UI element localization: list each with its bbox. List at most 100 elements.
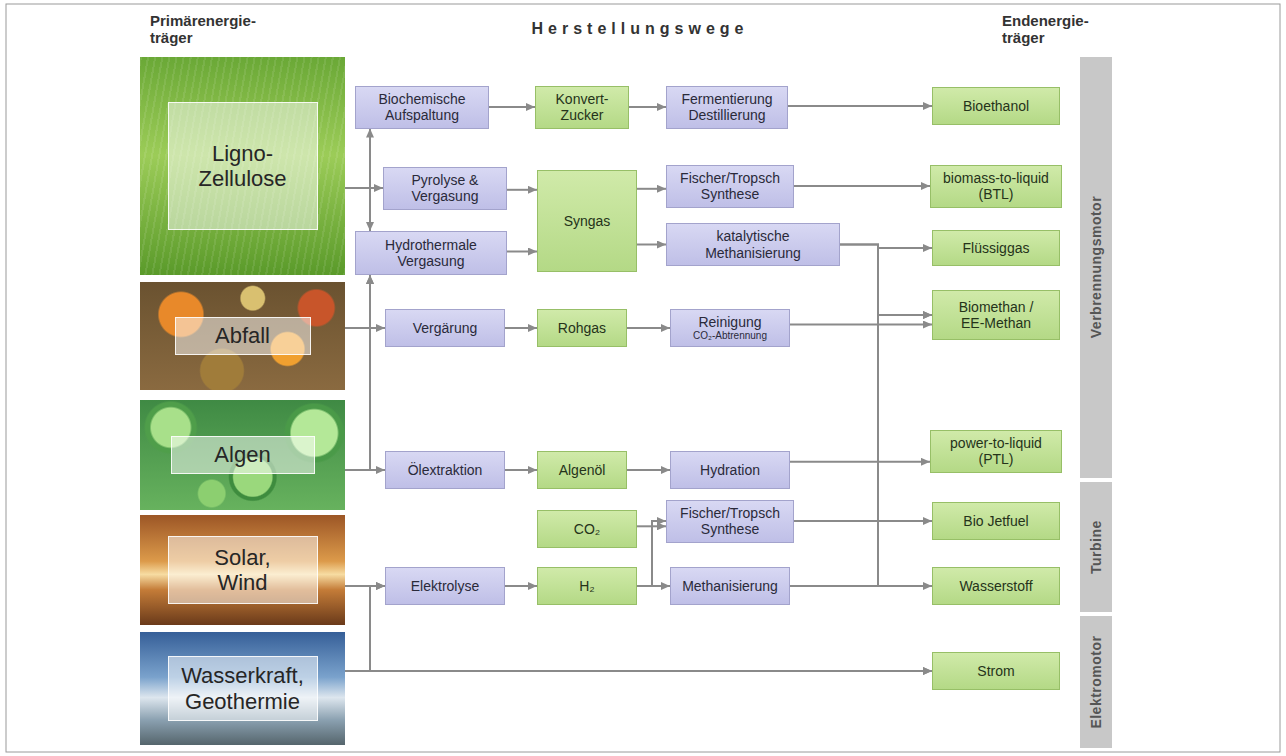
flow-arrow <box>489 106 535 108</box>
box-label: Reinigung <box>698 314 761 330</box>
source-label: Solar, Wind <box>168 536 318 605</box>
flow-arrow <box>794 185 930 187</box>
box-label: Methanisierung <box>682 578 778 594</box>
box-label: Rohgas <box>558 320 606 336</box>
box-label: Elektrolyse <box>411 578 479 594</box>
flow-arrow <box>345 670 932 672</box>
box-label: Elektromotor <box>1088 635 1104 728</box>
end-product-box: Flüssiggas <box>932 230 1060 266</box>
process-box: Ölextraktion <box>385 451 505 489</box>
column-heading: Endenergie- träger <box>1002 12 1114 47</box>
source-label: Ligno- Zellulose <box>168 102 318 231</box>
box-label: Wasserstoff <box>959 578 1032 594</box>
flow-arrow <box>788 105 932 107</box>
outer-border <box>6 4 1280 752</box>
box-label: Ölextraktion <box>408 462 483 478</box>
box-label: Bio Jetfuel <box>963 513 1028 529</box>
box-label: Syngas <box>564 213 611 229</box>
process-box: Hydrothermale Vergasung <box>355 231 507 275</box>
flow-arrow <box>790 585 932 587</box>
process-box: Pyrolyse & Vergasung <box>383 167 507 210</box>
box-label: Biomethan / EE-Methan <box>947 299 1045 331</box>
box-label: Hydration <box>700 462 760 478</box>
flow-arrow <box>790 315 932 586</box>
process-box: Fermentierung Destillierung <box>666 86 788 129</box>
box-label: Turbine <box>1088 520 1104 574</box>
intermediate-box: CO₂ <box>537 510 637 548</box>
flow-arrow <box>790 324 932 326</box>
box-label: Fischer/Tropsch Synthese <box>672 170 788 202</box>
drive-band: Turbine <box>1080 482 1112 612</box>
flow-arrow <box>505 327 537 329</box>
intermediate-box: Konvert- Zucker <box>535 86 629 129</box>
end-product-box: biomass-to-liquid (BTL) <box>930 165 1062 208</box>
process-box: katalytische Methanisierung <box>666 223 840 266</box>
box-label: Konvert- Zucker <box>541 91 623 123</box>
flow-arrow <box>507 251 537 253</box>
box-label: Flüssiggas <box>963 240 1030 256</box>
intermediate-box: Rohgas <box>537 309 627 347</box>
intermediate-box: Syngas <box>537 170 637 272</box>
process-box: Fischer/Tropsch Synthese <box>666 500 794 543</box>
flow-arrow <box>629 106 666 108</box>
box-label: H₂ <box>579 578 595 594</box>
source-label: Abfall <box>175 317 311 354</box>
process-box: Biochemische Aufspaltung <box>355 86 489 129</box>
process-box: Hydration <box>670 451 790 489</box>
process-box: Fischer/Tropsch Synthese <box>666 165 794 208</box>
end-product-box: Wasserstoff <box>932 567 1060 605</box>
flow-arrow <box>507 189 537 191</box>
energy-source-panel: Solar, Wind <box>140 515 345 625</box>
box-label: Strom <box>977 663 1014 679</box>
source-label: Wasserkraft, Geothermie <box>168 656 318 721</box>
intermediate-box: H₂ <box>537 567 637 605</box>
end-product-box: Bio Jetfuel <box>932 502 1060 540</box>
flow-arrow <box>637 244 666 246</box>
end-product-box: Biomethan / EE-Methan <box>932 290 1060 340</box>
flow-arrow <box>345 129 370 189</box>
flow-arrow <box>840 245 932 316</box>
drive-band: Verbrennungsmotor <box>1080 57 1112 478</box>
flow-arrow <box>345 188 370 231</box>
process-box: Vergärung <box>385 309 505 347</box>
box-label: power-to-liquid (PTL) <box>936 435 1056 467</box>
box-sublabel: CO₂-Abtrennung <box>693 330 767 342</box>
box-label: Hydrothermale Vergasung <box>361 237 501 269</box>
flow-arrow <box>505 469 537 471</box>
process-box: ReinigungCO₂-Abtrennung <box>670 309 790 347</box>
flow-arrow <box>637 585 670 587</box>
flow-arrow <box>345 586 385 671</box>
process-box: Elektrolyse <box>385 567 505 605</box>
box-label: katalytische Methanisierung <box>672 228 834 260</box>
flow-arrow <box>345 275 370 470</box>
flow-arrow <box>345 275 370 328</box>
column-heading: Primärenergie- träger <box>150 12 280 47</box>
box-label: Biochemische Aufspaltung <box>361 91 483 123</box>
box-label: Bioethanol <box>963 98 1029 114</box>
energy-source-panel: Ligno- Zellulose <box>140 57 345 275</box>
column-heading: Herstellungswege <box>440 20 840 38</box>
box-label: Fermentierung Destillierung <box>672 91 782 123</box>
box-label: Algenöl <box>559 462 606 478</box>
box-label: biomass-to-liquid (BTL) <box>936 170 1056 202</box>
flow-arrow <box>637 521 666 586</box>
flow-arrow <box>627 469 670 471</box>
box-label: Verbrennungsmotor <box>1088 196 1104 338</box>
box-label: Fischer/Tropsch Synthese <box>672 505 788 537</box>
flow-arrow <box>790 461 930 463</box>
box-label: CO₂ <box>574 521 600 537</box>
box-label: Pyrolyse & Vergasung <box>389 172 501 204</box>
energy-source-panel: Wasserkraft, Geothermie <box>140 632 345 745</box>
flow-arrow <box>345 469 385 471</box>
energy-source-panel: Algen <box>140 400 345 510</box>
flow-arrow <box>637 188 666 190</box>
energy-source-panel: Abfall <box>140 282 345 390</box>
flow-arrow <box>627 327 670 329</box>
flow-arrow <box>794 520 932 522</box>
intermediate-box: Algenöl <box>537 451 627 489</box>
process-box: Methanisierung <box>670 567 790 605</box>
flow-arrow <box>505 585 537 587</box>
end-product-box: Bioethanol <box>932 87 1060 125</box>
drive-band: Elektromotor <box>1080 616 1112 748</box>
